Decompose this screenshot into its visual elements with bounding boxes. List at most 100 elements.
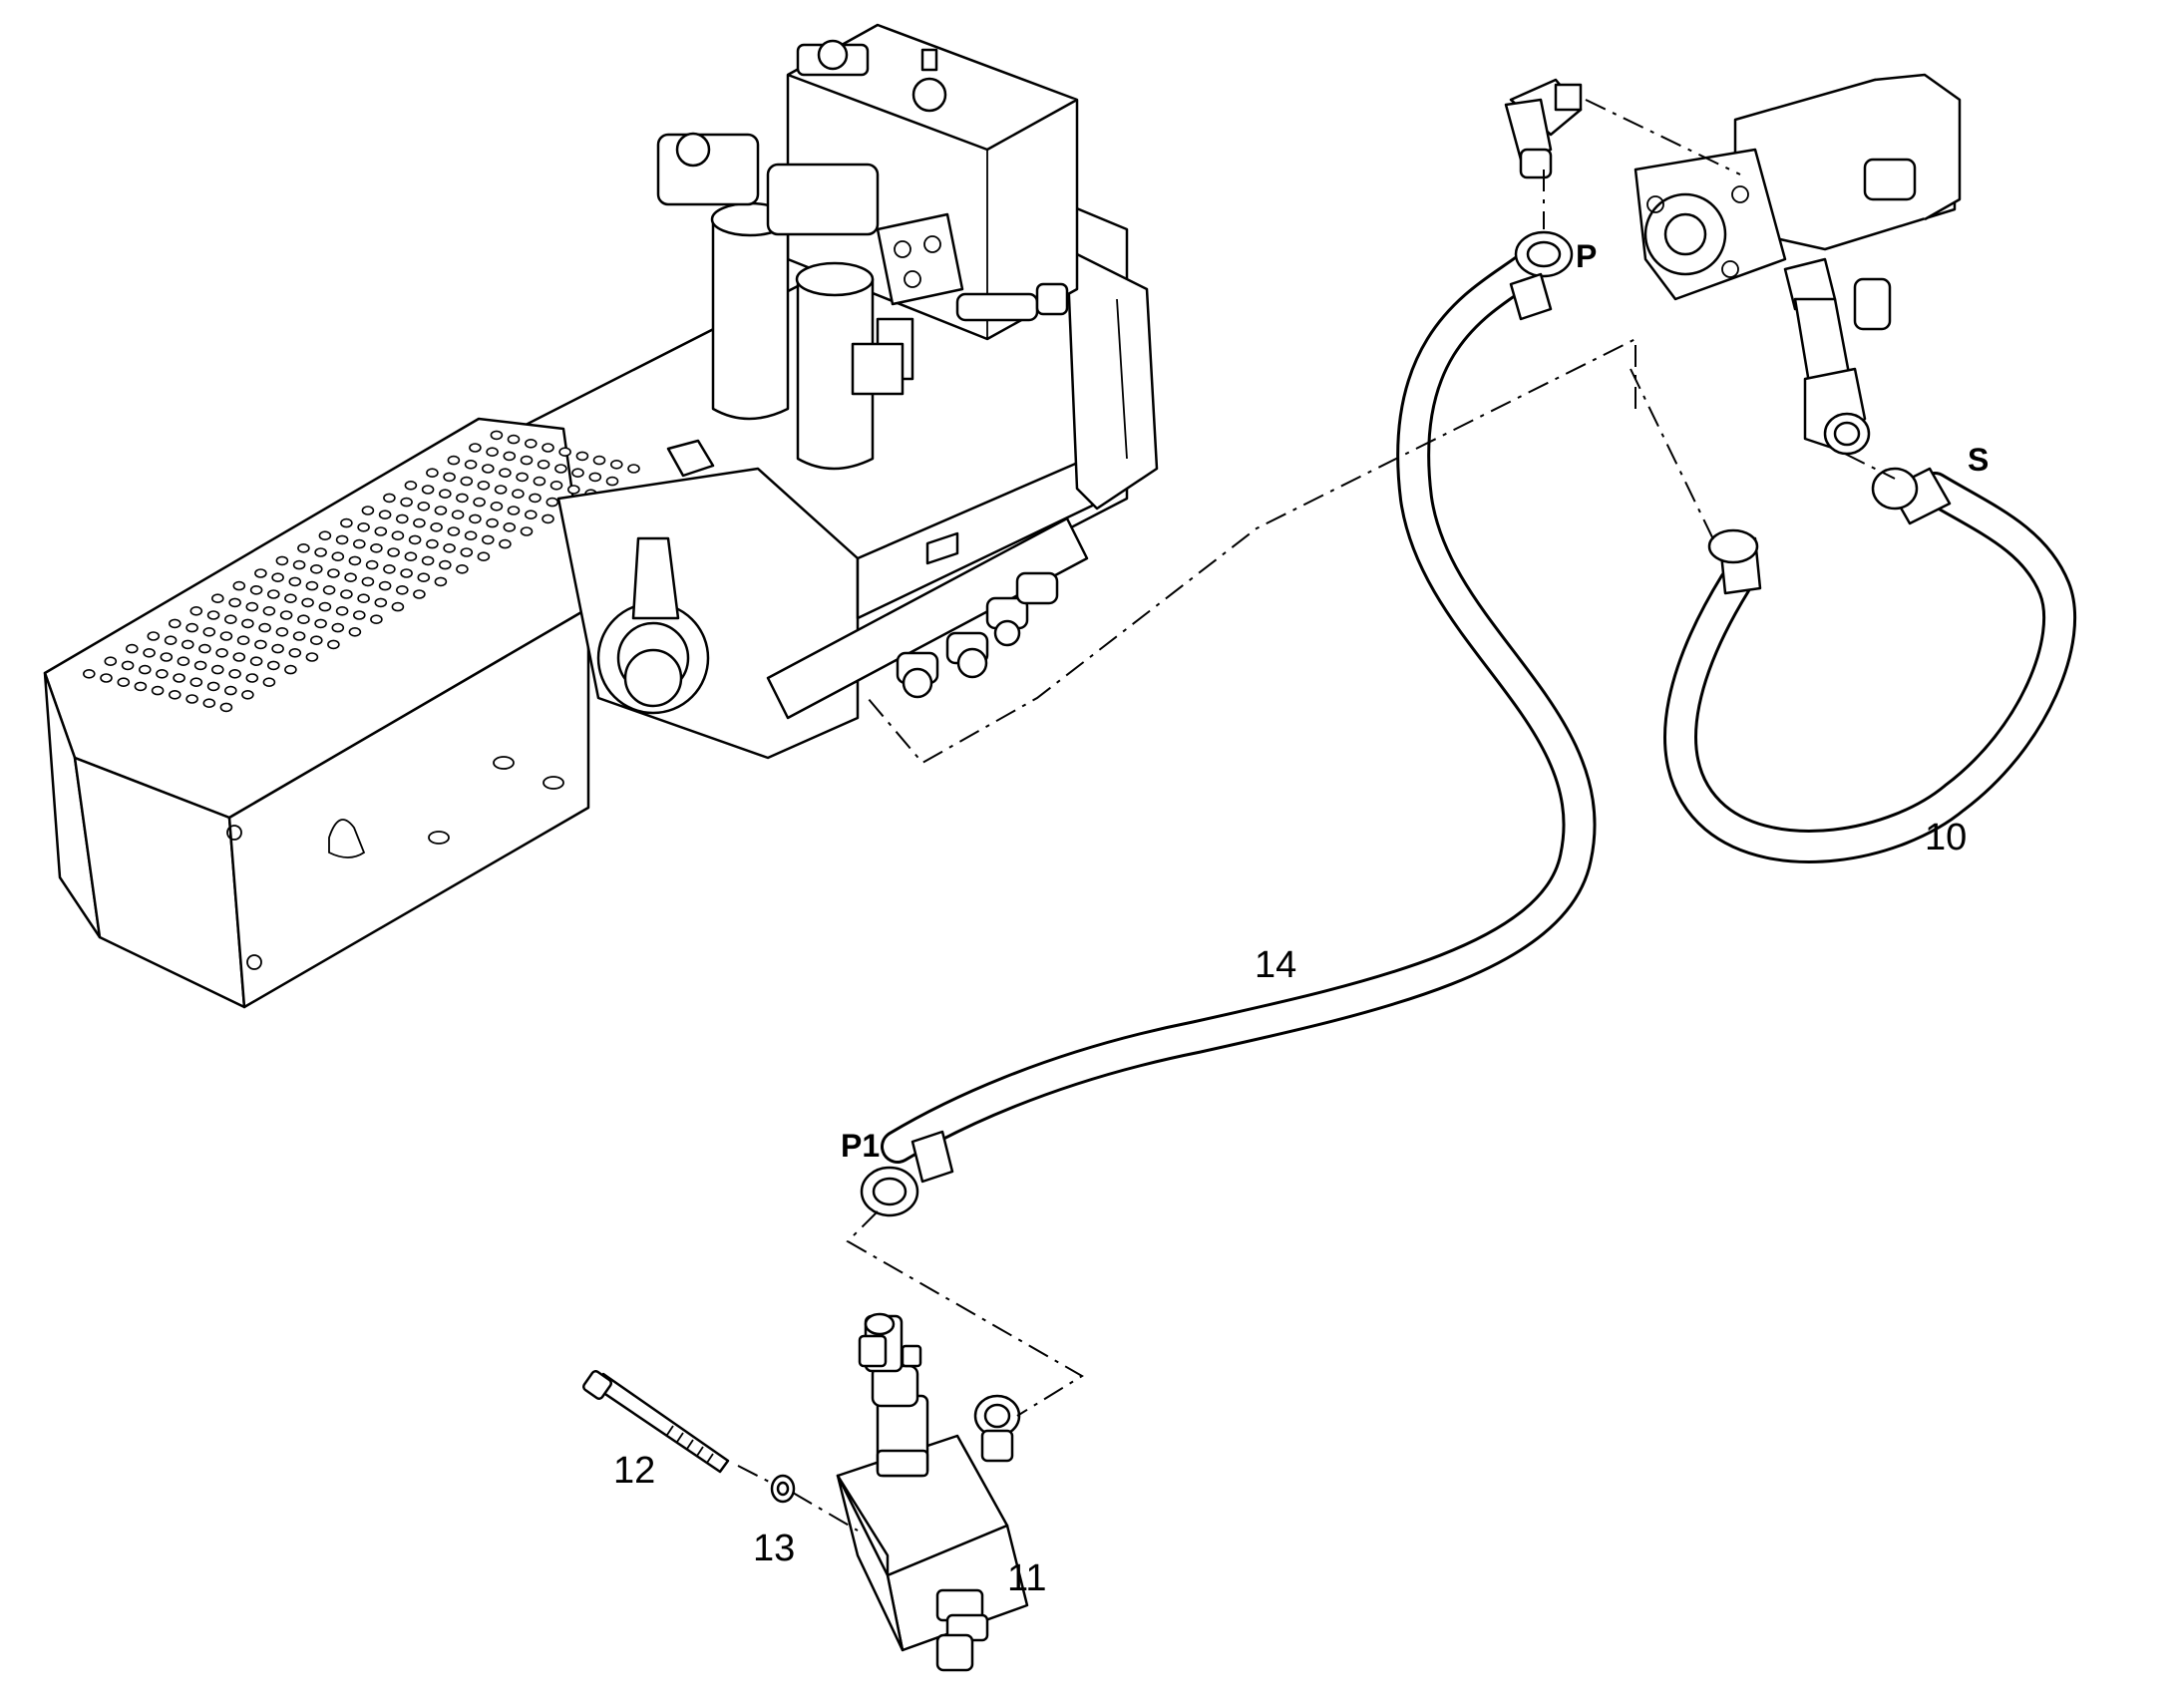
step-hole xyxy=(202,698,216,709)
callout-10: 10 xyxy=(1925,817,1967,858)
step-hole xyxy=(352,610,366,620)
step-hole xyxy=(494,485,508,495)
step-hole xyxy=(571,468,584,479)
step-hole xyxy=(357,521,370,532)
step-hole xyxy=(151,685,165,696)
step-hole xyxy=(378,510,392,520)
step-hole xyxy=(473,497,486,508)
valve-block xyxy=(851,212,1069,396)
step-hole xyxy=(215,647,228,658)
step-hole xyxy=(258,622,271,633)
step-hole xyxy=(241,618,254,629)
step-hole xyxy=(447,526,461,536)
step-hole xyxy=(490,501,504,512)
step-hole xyxy=(331,551,345,562)
step-hole xyxy=(117,677,131,688)
step-hole xyxy=(189,677,203,688)
step-hole xyxy=(520,455,534,466)
step-hole xyxy=(507,434,521,445)
step-hole xyxy=(456,493,469,504)
step-hole xyxy=(434,576,448,587)
filter-canisters xyxy=(656,132,880,471)
hose-14 xyxy=(860,230,1597,1217)
step-hole xyxy=(262,677,276,688)
step-hole xyxy=(228,597,241,608)
step-hole xyxy=(241,689,254,700)
step-hole xyxy=(400,497,413,508)
step-hole xyxy=(413,589,426,599)
step-hole xyxy=(228,668,241,679)
step-hole xyxy=(185,622,198,633)
step-hole xyxy=(417,501,431,512)
step-hole xyxy=(464,459,478,470)
step-hole xyxy=(499,468,512,479)
step-hole xyxy=(499,538,512,549)
step-hole xyxy=(185,694,198,704)
step-hole xyxy=(417,572,431,583)
pressure-elbow-fitting xyxy=(1504,78,1583,179)
step-hole xyxy=(447,455,461,466)
step-hole xyxy=(305,652,319,662)
step-hole xyxy=(327,639,340,650)
step-hole xyxy=(173,673,185,683)
step-hole xyxy=(537,459,550,470)
step-hole xyxy=(211,593,224,604)
step-hole xyxy=(400,568,413,578)
step-hole xyxy=(206,610,220,620)
step-hole xyxy=(249,656,263,667)
step-hole xyxy=(507,506,521,515)
bolt-12 xyxy=(582,1370,730,1474)
step-hole xyxy=(512,489,525,500)
step-hole xyxy=(219,631,233,641)
callout-12: 12 xyxy=(613,1450,655,1492)
callout-11: 11 xyxy=(1007,1557,1046,1599)
step-hole xyxy=(374,526,388,536)
step-hole xyxy=(164,635,178,646)
step-hole xyxy=(443,472,456,483)
step-hole xyxy=(481,534,495,545)
step-hole xyxy=(309,635,323,646)
step-hole xyxy=(421,485,435,495)
step-hole xyxy=(245,601,259,612)
step-hole xyxy=(271,643,284,654)
step-hole xyxy=(177,656,190,667)
step-hole xyxy=(83,668,96,679)
step-hole xyxy=(383,563,396,574)
step-hole xyxy=(275,555,289,566)
step-hole xyxy=(395,513,409,524)
step-hole xyxy=(309,563,323,574)
step-hole xyxy=(104,656,118,667)
step-hole xyxy=(335,605,349,616)
callout-labels: 10 14 12 13 11 P S P1 xyxy=(613,238,1989,1599)
step-hole xyxy=(627,464,640,474)
step-hole xyxy=(219,702,233,713)
step-hole xyxy=(297,614,310,625)
step-hole xyxy=(378,580,392,591)
step-hole xyxy=(288,647,302,658)
step-hole xyxy=(224,614,237,625)
step-hole xyxy=(211,664,224,675)
step-hole xyxy=(542,513,554,524)
step-hole xyxy=(421,555,435,566)
step-hole xyxy=(486,447,499,458)
step-hole xyxy=(169,689,182,700)
step-hole xyxy=(193,660,207,671)
step-hole xyxy=(292,631,306,641)
step-hole xyxy=(374,597,388,608)
step-hole xyxy=(451,510,465,520)
step-hole xyxy=(266,660,280,671)
step-hole xyxy=(549,480,563,491)
step-hole xyxy=(182,639,194,650)
step-hole xyxy=(605,476,619,487)
step-hole xyxy=(520,526,534,536)
step-hole xyxy=(279,610,293,620)
step-hole xyxy=(361,576,375,587)
step-hole xyxy=(404,480,418,491)
step-hole xyxy=(460,547,474,557)
hydraulic-pump xyxy=(1634,73,1962,456)
step-hole xyxy=(198,643,211,654)
port-label-s: S xyxy=(1968,442,1989,478)
step-hole xyxy=(438,489,452,500)
step-hole xyxy=(477,551,491,562)
